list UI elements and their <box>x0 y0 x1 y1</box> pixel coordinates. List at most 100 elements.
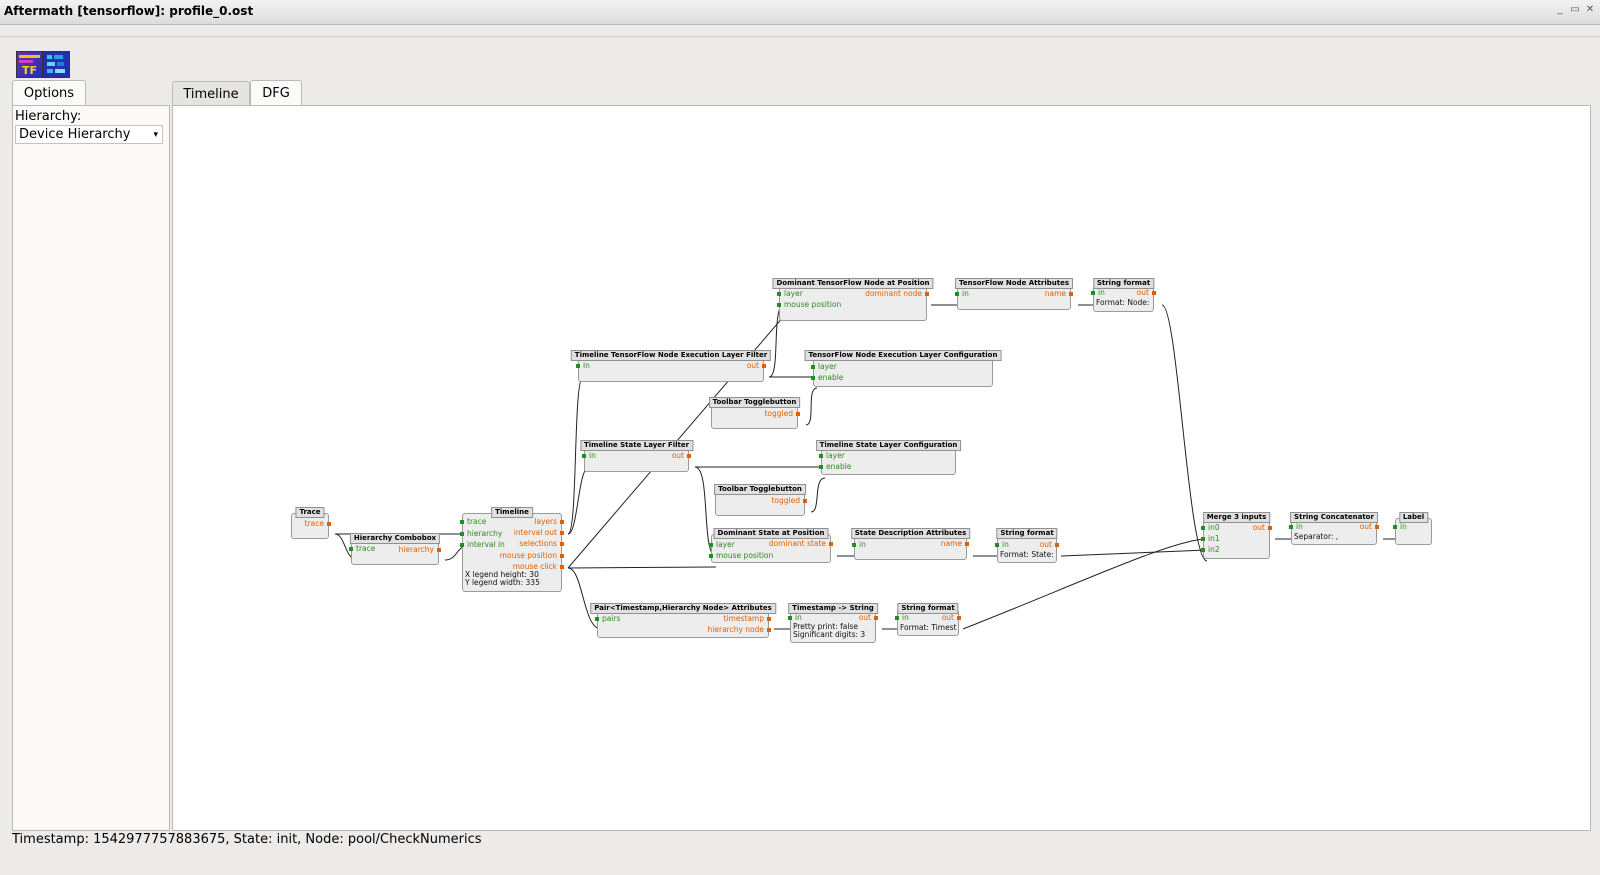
port-out-toggled[interactable]: toggled <box>764 409 800 418</box>
node-tf-exec-layer-filter[interactable]: Timeline TensorFlow Node Execution Layer… <box>570 350 772 382</box>
node-string-concatenator[interactable]: String Concatenator in out Separator: , <box>1289 512 1380 545</box>
node-hierarchy-combobox[interactable]: Hierarchy Combobox trace hierarchy <box>348 533 442 565</box>
dfg-canvas[interactable]: Trace trace Hierarchy Combobox trace hie… <box>172 105 1591 831</box>
edge-sfmt3-merge <box>962 538 1208 630</box>
port-in-enable[interactable]: enable <box>810 373 844 382</box>
node-dominant-state[interactable]: Dominant State at Position layer mouse p… <box>708 528 834 563</box>
hierarchy-label: Hierarchy: <box>15 109 82 124</box>
node-state-layer-filter[interactable]: Timeline State Layer Filter in out <box>579 440 694 472</box>
tab-timeline[interactable]: Timeline <box>172 81 250 107</box>
state-timeline-icon <box>47 55 65 73</box>
tab-dfg[interactable]: DFG <box>250 80 302 107</box>
maximize-icon[interactable]: ▭ <box>1570 4 1580 15</box>
hierarchy-combobox[interactable]: Device Hierarchy ▾ <box>15 125 163 144</box>
node-string-format-timestamp[interactable]: String format in out Format: Timest <box>895 603 962 636</box>
port-in[interactable]: in <box>955 289 969 298</box>
port-out-timestamp[interactable]: timestamp <box>723 614 772 623</box>
port-in[interactable]: in <box>852 540 866 549</box>
port-in-pairs[interactable]: pairs <box>594 614 621 623</box>
node-string-format-state[interactable]: String format in out Format: State: <box>995 528 1060 563</box>
port-in[interactable]: in <box>1393 522 1407 531</box>
port-out-layers[interactable]: layers <box>534 517 564 526</box>
status-text: Timestamp: 1542977757883675, State: init… <box>12 832 482 847</box>
port-out[interactable]: out <box>941 613 962 622</box>
node-pair-attributes[interactable]: Pair<Timestamp,Hierarchy Node> Attribute… <box>590 603 776 638</box>
tensorflow-toolbar-toggle[interactable]: TF <box>16 51 43 78</box>
port-out-hierarchy[interactable]: hierarchy <box>398 545 442 554</box>
port-in-layer[interactable]: layer <box>811 362 837 371</box>
port-out[interactable]: out <box>1039 540 1060 549</box>
close-icon[interactable]: ✕ <box>1585 4 1595 15</box>
tensorflow-timeline-icon: TF <box>19 55 40 77</box>
port-out[interactable]: out <box>1252 523 1273 532</box>
node-toolbar-togglebutton-state[interactable]: Toolbar Togglebutton toggled <box>714 484 807 516</box>
edge-mousepos-domstate <box>567 566 717 569</box>
port-out-selections[interactable]: selections <box>519 539 564 548</box>
port-in-layer[interactable]: layer <box>777 289 803 298</box>
port-in[interactable]: in <box>576 361 590 370</box>
port-in-layer[interactable]: layer <box>709 540 735 549</box>
port-in-trace[interactable]: trace <box>348 544 376 553</box>
port-in2[interactable]: in2 <box>1201 545 1220 554</box>
dropdown-arrow-icon: ▾ <box>153 130 158 140</box>
port-in-layer[interactable]: layer <box>819 451 845 460</box>
port-in[interactable]: in <box>1289 522 1303 531</box>
node-title: State Description Attributes <box>850 528 971 539</box>
node-trace[interactable]: Trace trace <box>291 507 332 539</box>
port-in1[interactable]: in1 <box>1201 534 1220 543</box>
port-in-interval[interactable]: interval in <box>460 540 505 549</box>
port-out-hierarchy-node[interactable]: hierarchy node <box>707 625 772 634</box>
port-in[interactable]: in <box>582 451 596 460</box>
port-out-dominant-node[interactable]: dominant node <box>865 289 929 298</box>
port-out[interactable]: out <box>1359 522 1380 531</box>
node-timestamp-to-string[interactable]: Timestamp -> String in out Pretty print:… <box>788 603 879 643</box>
node-tf-exec-layer-config[interactable]: TensorFlow Node Execution Layer Configur… <box>804 350 1002 387</box>
node-tf-node-attributes[interactable]: TensorFlow Node Attributes in name <box>955 278 1074 310</box>
node-title: Timestamp -> String <box>788 603 878 614</box>
tab-options[interactable]: Options <box>12 80 86 107</box>
node-timeline[interactable]: Timeline trace hierarchy interval in lay… <box>459 507 565 592</box>
port-out-name[interactable]: name <box>940 539 970 548</box>
port-in-mouse-position[interactable]: mouse position <box>776 300 842 309</box>
port-in[interactable]: in <box>995 540 1009 549</box>
port-out-mouse-click[interactable]: mouse click <box>512 562 565 571</box>
port-out[interactable]: out <box>746 361 767 370</box>
port-in-mouse-position[interactable]: mouse position <box>708 551 774 560</box>
port-out-trace[interactable]: trace <box>304 519 332 528</box>
node-state-description-attributes[interactable]: State Description Attributes in name <box>850 528 971 560</box>
node-param: Format: Timest <box>900 623 957 632</box>
node-merge-3-inputs[interactable]: Merge 3 inputs in0 in1 in2 out <box>1201 512 1273 559</box>
port-out-toggled[interactable]: toggled <box>771 496 807 505</box>
node-state-layer-config[interactable]: Timeline State Layer Configuration layer… <box>815 440 962 475</box>
port-in0[interactable]: in0 <box>1201 523 1220 532</box>
node-toolbar-togglebutton-tf[interactable]: Toolbar Togglebutton toggled <box>708 397 801 429</box>
node-title: String Concatenator <box>1290 512 1378 523</box>
port-out[interactable]: out <box>671 451 692 460</box>
state-toolbar-toggle[interactable] <box>43 51 70 78</box>
port-in[interactable]: in <box>1091 288 1105 297</box>
port-out-dominant-state[interactable]: dominant state <box>768 539 834 548</box>
node-title: String format <box>1092 278 1155 289</box>
node-title: Merge 3 inputs <box>1202 512 1271 523</box>
port-out-mouse-position[interactable]: mouse position <box>499 551 565 560</box>
port-out[interactable]: out <box>858 613 879 622</box>
node-param: Format: Node: <box>1096 298 1150 307</box>
node-label[interactable]: Label in <box>1393 512 1432 545</box>
node-dominant-tf-node[interactable]: Dominant TensorFlow Node at Position lay… <box>772 278 934 321</box>
port-out-name[interactable]: name <box>1044 289 1074 298</box>
port-out[interactable]: out <box>1136 288 1157 297</box>
port-in[interactable]: in <box>895 613 909 622</box>
node-title: Timeline State Layer Configuration <box>815 440 962 451</box>
edge-toggle2-conf <box>810 477 826 513</box>
edge-toggle1-conf <box>805 387 818 426</box>
port-out-interval[interactable]: interval out <box>513 528 565 537</box>
port-in-trace[interactable]: trace <box>459 517 487 526</box>
node-title: Timeline State Layer Filter <box>579 440 694 451</box>
node-title: String format <box>897 603 959 614</box>
port-in[interactable]: in <box>788 613 802 622</box>
minimize-icon[interactable]: _ <box>1557 4 1563 15</box>
node-title: Label <box>1398 512 1429 523</box>
port-in-enable[interactable]: enable <box>818 462 852 471</box>
node-string-format-node[interactable]: String format in out Format: Node: <box>1091 278 1157 312</box>
port-in-hierarchy[interactable]: hierarchy <box>459 529 503 538</box>
